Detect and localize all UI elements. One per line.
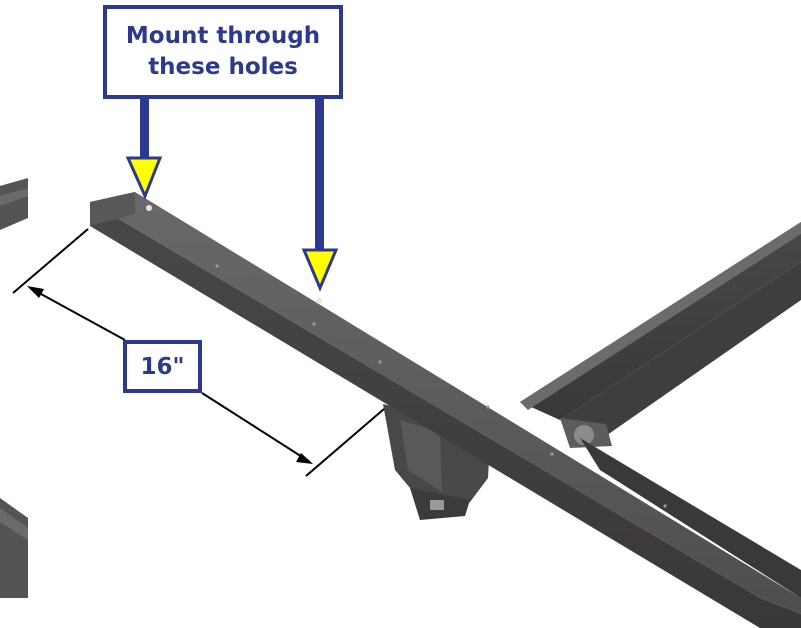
arrow-down-icon: [125, 99, 163, 200]
dimension-arrowheads: [27, 286, 313, 464]
callout-line-1: Mount through: [125, 23, 321, 49]
extension-line-left: [12, 228, 89, 294]
callout-mount-instruction: Mount through these holes: [103, 5, 343, 99]
dimension-lines: [12, 228, 385, 477]
arrowhead-left: [27, 286, 44, 298]
dimension-line-right: [201, 392, 311, 463]
arrow-down-icon: [301, 99, 339, 292]
callout-line-2: these holes: [148, 54, 298, 80]
left-partial-tube-lower: [0, 498, 28, 598]
left-partial-tube-upper: [0, 178, 28, 230]
dimension-label: 16": [140, 353, 185, 380]
main-long-tube: [90, 192, 801, 628]
mount-hole-center: [316, 298, 322, 304]
rear-cross-tube: [520, 222, 801, 440]
extension-line-right: [305, 408, 385, 477]
tube-holes: [146, 205, 667, 508]
arrowhead-right: [296, 453, 313, 464]
dimension-label-box: 16": [123, 340, 202, 393]
dimension-line-left: [29, 287, 126, 341]
mount-hole-left: [146, 205, 152, 211]
